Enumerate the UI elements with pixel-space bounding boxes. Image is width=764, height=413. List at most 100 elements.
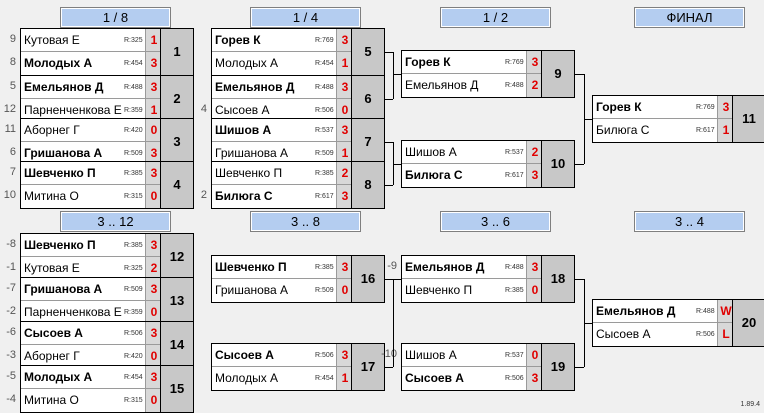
player-rating: R:385 bbox=[124, 242, 143, 249]
player-score: 0 bbox=[145, 389, 162, 412]
connector-line bbox=[393, 279, 401, 280]
connector-line bbox=[393, 164, 401, 165]
player-rating: R:385 bbox=[124, 170, 143, 177]
player-rating: R:454 bbox=[315, 375, 334, 382]
player-score: 3 bbox=[145, 162, 162, 184]
player-rating: R:617 bbox=[696, 127, 715, 134]
player-name: Емельянов Д bbox=[215, 80, 295, 94]
version-label: 1.89.4 bbox=[740, 401, 760, 408]
player-score: 3 bbox=[145, 76, 162, 98]
player-rating: R:488 bbox=[124, 84, 143, 91]
player-rating: R:506 bbox=[315, 352, 334, 359]
player-rating: R:359 bbox=[124, 309, 143, 316]
player-score: 3 bbox=[717, 96, 734, 118]
player-rating: R:385 bbox=[505, 287, 524, 294]
player-name: Молодых А bbox=[215, 56, 279, 70]
player-seed: 7 bbox=[9, 166, 16, 178]
player-score: 0 bbox=[145, 185, 162, 208]
player-seed: 11 bbox=[4, 123, 16, 135]
player-name: Шевченко П bbox=[215, 260, 287, 274]
player-seed: 10 bbox=[3, 189, 16, 201]
connector-line bbox=[385, 367, 393, 368]
player-score: 3 bbox=[336, 185, 353, 208]
player-rating: R:315 bbox=[124, 397, 143, 404]
match-number: 20 bbox=[732, 299, 764, 347]
match-number: 18 bbox=[541, 255, 575, 303]
player-rating: R:506 bbox=[124, 330, 143, 337]
player-name: Гришанова А bbox=[24, 282, 103, 296]
player-name: Кутовая Е bbox=[24, 261, 80, 275]
match-number: 16 bbox=[351, 255, 385, 303]
match-number: 8 bbox=[351, 161, 385, 209]
player-rating: R:769 bbox=[315, 37, 334, 44]
player-name: Билюга С bbox=[405, 168, 463, 182]
